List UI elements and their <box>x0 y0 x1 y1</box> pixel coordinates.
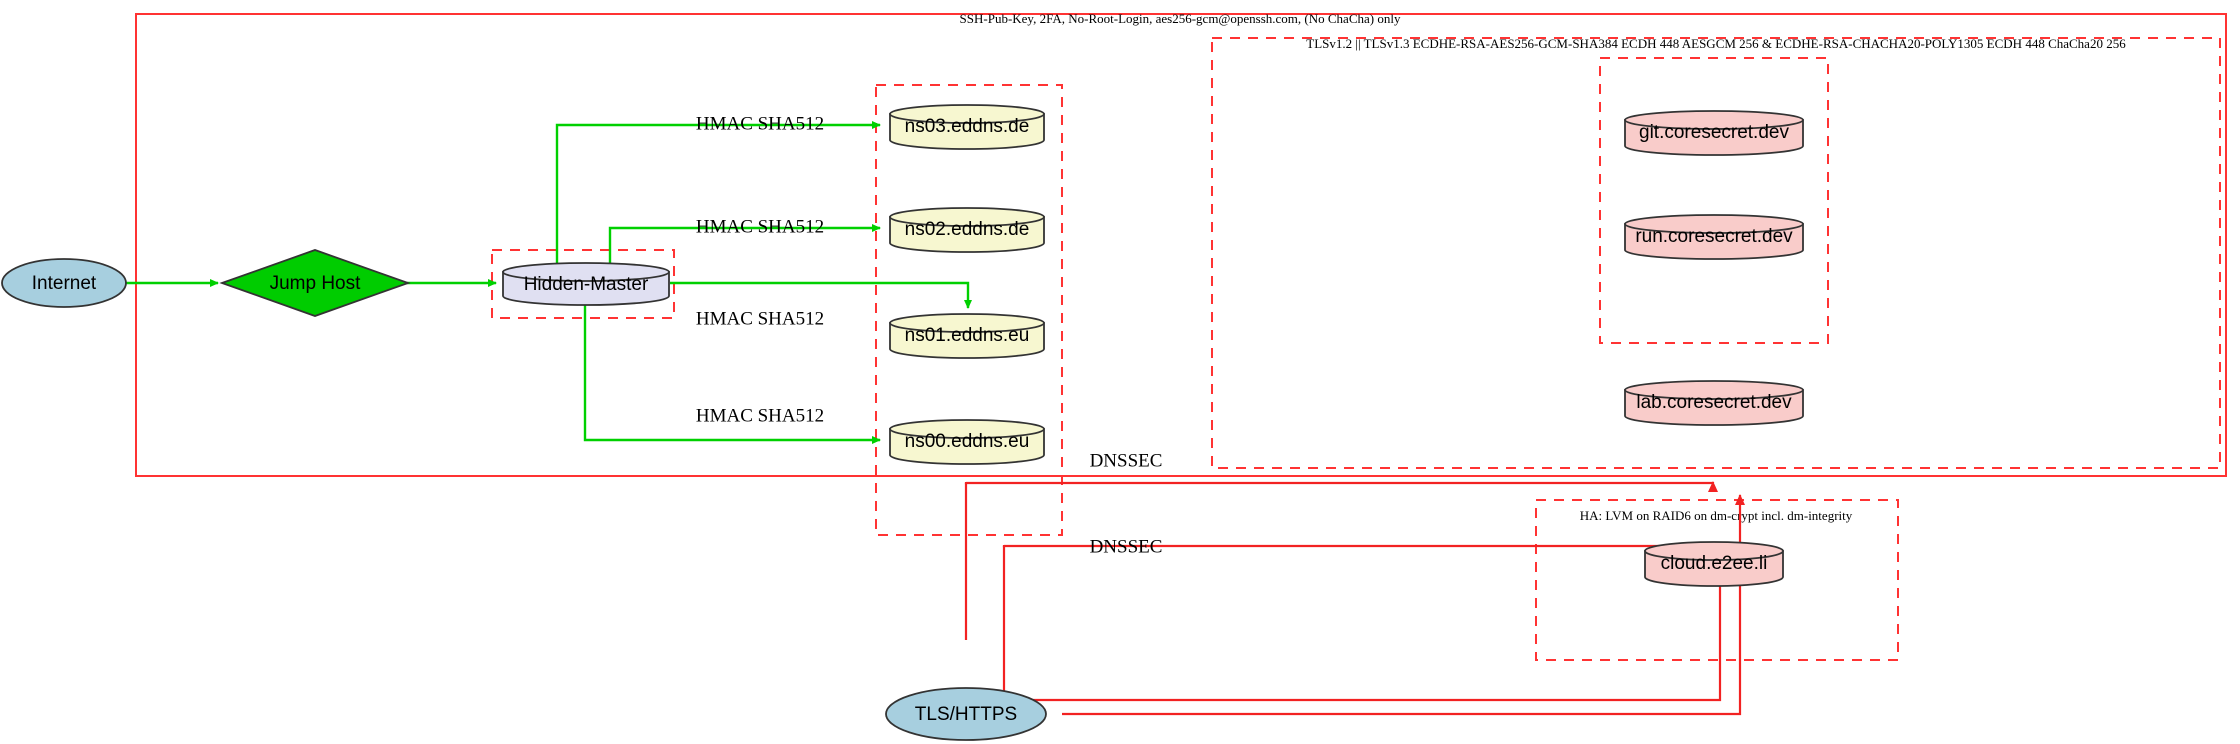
cluster-ssh-label: SSH-Pub-Key, 2FA, No-Root-Login, aes256-… <box>960 11 1401 26</box>
node-lab-coresecret[interactable]: lab.coresecret.dev <box>1624 380 1804 426</box>
edge-label-hmac-ns00: HMAC SHA512 <box>696 405 824 426</box>
edge-label-dnssec-upper: DNSSEC <box>1090 450 1163 471</box>
edge-dnssec-upper-run <box>964 481 1713 485</box>
node-ns00[interactable]: ns00.eddns.eu <box>889 419 1045 465</box>
node-ns02[interactable]: ns02.eddns.de <box>889 207 1045 253</box>
edge-tls-to-coresecret-cluster <box>1062 494 1745 716</box>
node-cloud-e2ee[interactable]: cloud.e2ee.li <box>1644 541 1784 587</box>
edge-label-hmac-ns03: HMAC SHA512 <box>696 113 824 134</box>
edge-label-hmac-ns02: HMAC SHA512 <box>696 216 824 237</box>
node-run-coresecret-label: run.coresecret.dev <box>1635 226 1793 247</box>
edge-tls-to-ha-cluster <box>1004 559 1725 702</box>
node-jump-host-label: Jump Host <box>270 273 362 294</box>
node-hidden-master[interactable]: Hidden-Master <box>502 262 670 306</box>
node-cloud-e2ee-label: cloud.e2ee.li <box>1661 553 1768 574</box>
cluster-ha-label: HA: LVM on RAID6 on dm-crypt incl. dm-in… <box>1580 508 1853 523</box>
cluster-ha-boundary <box>1535 499 1899 661</box>
node-ns02-label: ns02.eddns.de <box>905 219 1030 240</box>
node-tls-https[interactable]: TLS/HTTPS <box>885 687 1047 741</box>
edge-label-hmac-ns01: HMAC SHA512 <box>696 308 824 329</box>
node-ns00-label: ns00.eddns.eu <box>905 431 1030 452</box>
node-ns03[interactable]: ns03.eddns.de <box>889 104 1045 150</box>
node-jump-host[interactable]: Jump Host <box>219 249 411 317</box>
cluster-dns-boundary <box>875 84 1063 536</box>
cluster-tls-boundary <box>1211 37 2221 469</box>
node-run-coresecret[interactable]: run.coresecret.dev <box>1624 214 1804 260</box>
node-tls-https-label: TLS/HTTPS <box>915 704 1017 725</box>
node-internet[interactable]: Internet <box>1 258 127 308</box>
edge-label-dnssec-lower: DNSSEC <box>1090 536 1163 557</box>
node-lab-coresecret-label: lab.coresecret.dev <box>1636 392 1792 413</box>
cluster-ssh-boundary <box>135 13 2227 477</box>
edge-master-to-ns00 <box>583 300 881 444</box>
edge-master-to-ns03 <box>555 121 881 268</box>
cluster-tls-label: TLSv1.2 || TLSv1.3 ECDHE-RSA-AES256-GCM-… <box>1306 36 2126 51</box>
cluster-coresecret-boundary <box>1599 57 1829 344</box>
node-ns01-label: ns01.eddns.eu <box>905 325 1030 346</box>
node-git-coresecret-label: git.coresecret.dev <box>1639 122 1789 143</box>
edge-master-to-ns01 <box>670 281 972 309</box>
node-ns01[interactable]: ns01.eddns.eu <box>889 313 1045 359</box>
edge-master-to-ns02 <box>608 224 881 268</box>
node-internet-label: Internet <box>32 273 97 294</box>
node-ns03-label: ns03.eddns.de <box>905 116 1030 137</box>
node-git-coresecret[interactable]: git.coresecret.dev <box>1624 110 1804 156</box>
node-hidden-master-label: Hidden-Master <box>524 274 649 295</box>
